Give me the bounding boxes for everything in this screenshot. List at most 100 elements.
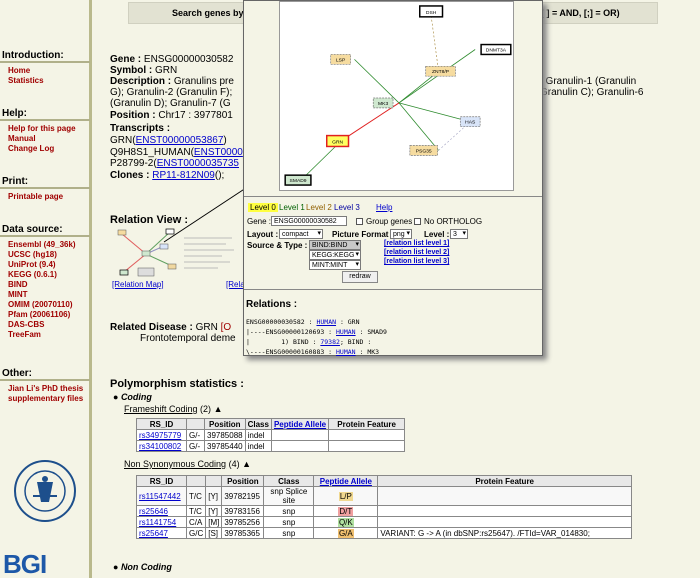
collapse-arrow-icon[interactable]: ▲ (213, 404, 223, 414)
sidebar-item-bind[interactable]: BIND (8, 280, 28, 289)
species-link[interactable]: HUMAN (336, 348, 356, 356)
sidebar-item-omim[interactable]: OMIM (20070110) (8, 300, 73, 309)
sidebar-item-supplementary[interactable]: supplementary files (8, 394, 84, 403)
nonsyn-table: RS_ID Position Class Peptide Allele Prot… (136, 475, 632, 539)
rs-id-link[interactable]: rs1141754 (139, 517, 177, 527)
group-genes-checkbox[interactable] (356, 218, 363, 225)
rs-id-cell[interactable]: rs34100802 (136, 440, 187, 452)
relation-gene: ENSG00000030582 : (246, 318, 317, 326)
peptide-cell: D/T (313, 505, 379, 517)
level-0-tab[interactable]: Level 0 (248, 203, 278, 212)
level-3-tab[interactable]: Level 3 (334, 203, 360, 212)
gene-input[interactable]: ENSG00000030582 (271, 216, 347, 226)
graph-node-has[interactable]: HAS (459, 116, 481, 128)
graph-node-grn[interactable]: GRN (326, 134, 350, 148)
level-select[interactable]: 3 (450, 229, 468, 239)
rs-id-link[interactable]: rs11547442 (139, 491, 181, 501)
sidebar-item-manual[interactable]: Manual (8, 134, 36, 143)
graph-node-psg35[interactable]: PSG35 (409, 145, 438, 156)
level-2-tab[interactable]: Level 2 (306, 203, 332, 212)
sidebar-item-das-cbs[interactable]: DAS-CBS (8, 320, 45, 329)
sidebar-section-help: Help: Help for this page Manual Change L… (0, 108, 90, 154)
position-cell: 39785256 (221, 516, 265, 528)
level-1-tab[interactable]: Level 1 (279, 203, 305, 212)
description-line-2: G); Granulin-2 (Granulin F); (110, 87, 233, 98)
sidebar-item-printable-page[interactable]: Printable page (8, 192, 64, 201)
relation-graph[interactable]: DSH DNMT3A LSP ZNT8/P MK3 HAS GRN PSG35 (279, 1, 514, 191)
picture-format-label: Picture Format : (332, 230, 394, 239)
sidebar-item-change-log[interactable]: Change Log (8, 144, 55, 153)
redraw-button[interactable]: redraw (342, 271, 378, 283)
relation-list-level-1-link[interactable]: [relation list level 1] (384, 240, 450, 247)
sidebar-item-kegg[interactable]: KEGG (0.6.1) (8, 270, 57, 279)
iupac-cell: [Y] (205, 505, 223, 517)
sidebar-item-home[interactable]: Home (8, 66, 31, 75)
no-ortholog-checkbox[interactable] (414, 218, 421, 225)
picture-format-select[interactable]: png (390, 229, 412, 239)
sidebar-item-mint[interactable]: MINT (8, 290, 28, 299)
peptide-allele-link[interactable]: Peptide Allele (273, 419, 327, 429)
sidebar-item-ensembl[interactable]: Ensembl (49_36k) (8, 240, 76, 249)
sidebar-item-pfam[interactable]: Pfam (20061106) (8, 310, 71, 319)
peptide-allele-link[interactable]: Peptide Allele (319, 476, 372, 486)
rs-id-link[interactable]: rs34100802 (139, 441, 182, 451)
table-row: rs11547442 T/C [Y] 39782195 snp Splice s… (136, 486, 632, 506)
rs-id-link[interactable]: rs34975779 (139, 430, 182, 440)
species-link[interactable]: HUMAN (336, 328, 356, 336)
sidebar-item-ucsc[interactable]: UCSC (hg18) (8, 250, 57, 259)
source-option-bind[interactable]: BIND:BIND (309, 240, 361, 250)
graph-node-dsh[interactable]: DSH (419, 5, 444, 18)
relation-list-link[interactable]: [Rela (226, 280, 245, 289)
class-cell: snp (263, 505, 315, 517)
transcript-row: P28799-2(ENST0000035735 (110, 158, 239, 169)
related-disease-link[interactable]: [O (220, 322, 232, 333)
layout-select[interactable]: compact (279, 229, 323, 239)
rs-id-cell[interactable]: rs25646 (136, 505, 187, 517)
rs-id-cell[interactable]: rs25647 (136, 527, 187, 539)
sidebar-item-uniprot[interactable]: UniProt (9.4) (8, 260, 56, 269)
col-peptide-allele[interactable]: Peptide Allele (313, 475, 379, 487)
graph-node-mk3[interactable]: MK3 (372, 97, 394, 109)
rs-id-link[interactable]: rs25646 (139, 506, 168, 516)
sidebar-item-statistics[interactable]: Statistics (8, 76, 44, 85)
relation-list-level-2-link[interactable]: [relation list level 2] (384, 249, 450, 256)
transcript-row: Q9H8S1_HUMAN(ENST0000 (110, 147, 243, 158)
rs-id-link[interactable]: rs25647 (139, 528, 168, 538)
relation-list-level-3-link[interactable]: [relation list level 3] (384, 258, 450, 265)
graph-node-znt8p[interactable]: ZNT8/P (425, 65, 456, 77)
frameshift-link[interactable]: Frameshift Coding (124, 404, 198, 414)
relation-list-thumbnail (184, 237, 234, 269)
sidebar-item-thesis[interactable]: Jian Li's PhD thesis (8, 384, 84, 393)
transcript-link[interactable]: ENST00000053867 (135, 135, 224, 146)
relation-map-link[interactable]: [Relation Map] (112, 280, 164, 289)
sidebar-item-treefam[interactable]: TreeFam (8, 330, 41, 339)
col-protein-feature: Protein Feature (377, 475, 632, 487)
no-ortholog-label: No ORTHOLOG (424, 217, 483, 226)
col-rs-id: RS_ID (136, 418, 187, 430)
relation-thumbnail[interactable] (112, 226, 182, 280)
sidebar-item-help-page[interactable]: Help for this page (8, 124, 76, 133)
nonsyn-link[interactable]: Non Synonymous Coding (124, 459, 227, 469)
graph-controls: Level 0 Level 1 Level 2 Level 3 Help Gen… (244, 196, 542, 290)
rs-id-cell[interactable]: rs34975779 (136, 429, 187, 441)
graph-node-smad9[interactable]: SMAD9 (284, 174, 312, 186)
col-peptide-allele[interactable]: Peptide Allele (270, 418, 330, 430)
transcript-link[interactable]: ENST0000 (193, 147, 243, 158)
graph-node-dnmt3a[interactable]: DNMT3A (480, 43, 512, 56)
col-allele (185, 475, 207, 487)
rs-id-cell[interactable]: rs1141754 (136, 516, 187, 528)
help-link[interactable]: Help (376, 203, 393, 212)
clone-link[interactable]: RP11-812N09 (152, 170, 215, 181)
collapse-arrow-icon[interactable]: ▲ (242, 459, 252, 469)
bind-id-link[interactable]: 79382 (320, 338, 340, 346)
transcript-link[interactable]: ENST0000035735 (156, 158, 239, 169)
node-label: DNMT3A (486, 47, 507, 53)
species-link[interactable]: HUMAN (316, 318, 337, 326)
peptide-cell: L/P (313, 486, 379, 506)
source-option-mint[interactable]: MINT:MINT (309, 260, 361, 270)
rs-id-cell[interactable]: rs11547442 (136, 486, 187, 506)
graph-node-lsp[interactable]: LSP (330, 54, 351, 65)
frameshift-heading: Frameshift Coding (2) ▲ (124, 404, 222, 414)
source-option-kegg[interactable]: KEGG:KEGG (309, 250, 361, 260)
col-allele (186, 418, 205, 430)
